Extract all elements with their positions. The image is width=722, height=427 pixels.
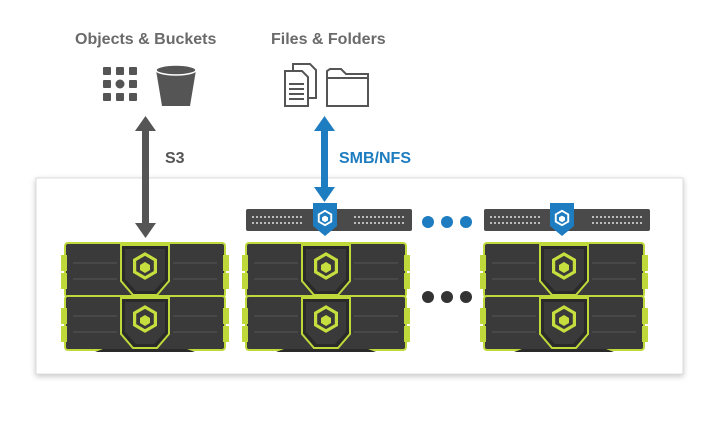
folder-icon (326, 68, 369, 107)
s3-arrow (135, 116, 156, 238)
storage-stack-2 (241, 242, 411, 352)
smb-nfs-arrow (314, 116, 335, 202)
ellipsis-dots-blue (422, 216, 472, 228)
gateway-badge (550, 203, 574, 236)
documents-icon (284, 63, 317, 107)
ellipsis-dots-dark (422, 291, 472, 303)
bucket-icon (155, 64, 197, 106)
files-folders-label: Files & Folders (271, 31, 386, 48)
objects-grid-icon (103, 67, 137, 101)
gateway-badge (313, 203, 337, 236)
s3-protocol-label: S3 (165, 150, 185, 167)
storage-stack-1 (60, 242, 230, 352)
smb-nfs-protocol-label: SMB/NFS (339, 150, 411, 167)
storage-stack-3 (479, 242, 649, 352)
objects-buckets-label: Objects & Buckets (75, 31, 217, 48)
